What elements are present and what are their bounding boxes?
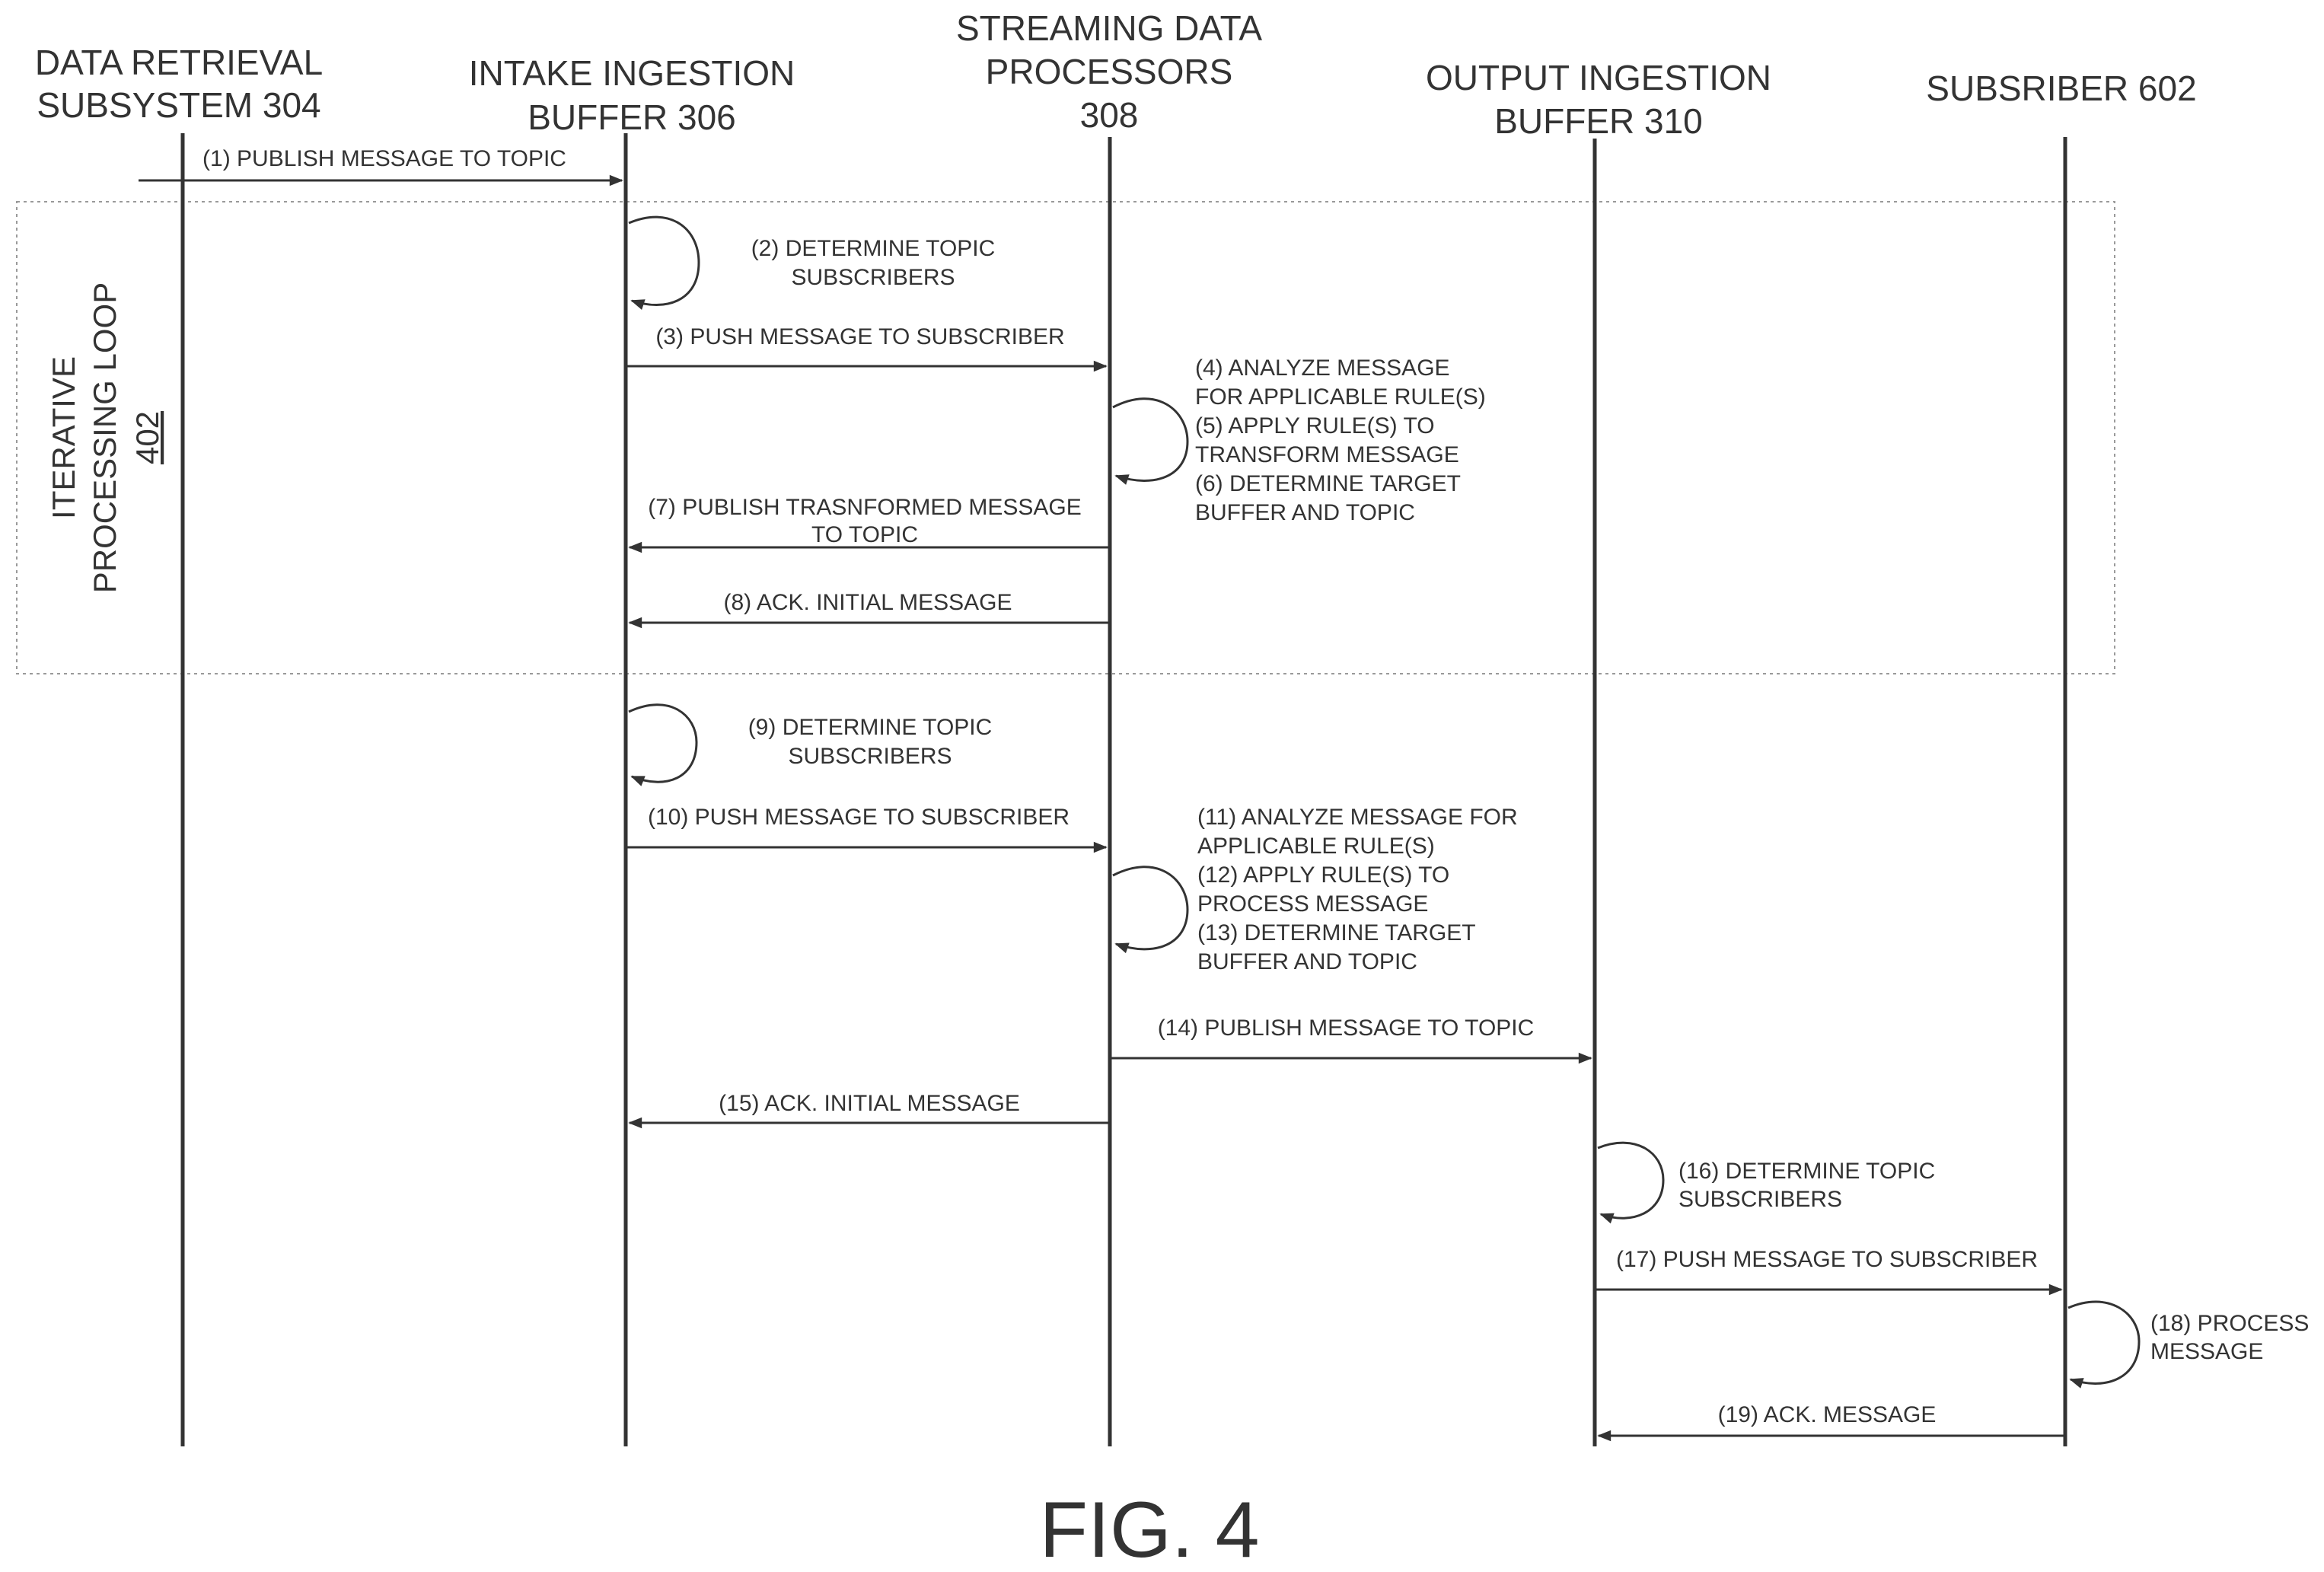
message-11-13-analyze-apply-determine: (11) ANALYZE MESSAGE FOR APPLICABLE RULE… xyxy=(1113,805,1518,974)
message-label: (4) ANALYZE MESSAGE xyxy=(1195,356,1450,381)
message-label: FOR APPLICABLE RULE(S) xyxy=(1195,384,1486,410)
participant-output-ingestion-buffer: OUTPUT INGESTION BUFFER 310 xyxy=(1426,58,1771,141)
message-4-6-analyze-apply-determine: (4) ANALYZE MESSAGE FOR APPLICABLE RULE(… xyxy=(1113,356,1486,525)
message-label: (16) DETERMINE TOPIC xyxy=(1678,1159,1935,1184)
message-label: SUBSCRIBERS xyxy=(788,744,952,769)
message-14-publish-to-topic: (14) PUBLISH MESSAGE TO TOPIC xyxy=(1110,1016,1591,1058)
participant-title: SUBSRIBER 602 xyxy=(1926,69,2196,108)
message-label: (10) PUSH MESSAGE TO SUBSCRIBER xyxy=(648,805,1070,830)
loop-frame-number: 402 xyxy=(129,411,165,464)
message-3-push-to-subscriber: (3) PUSH MESSAGE TO SUBSCRIBER xyxy=(626,324,1106,366)
message-label: (3) PUSH MESSAGE TO SUBSCRIBER xyxy=(655,324,1064,349)
iterative-processing-loop-frame: ITERATIVE PROCESSING LOOP 402 xyxy=(17,202,2115,674)
participant-title: INTAKE INGESTION xyxy=(469,53,795,93)
message-label: (9) DETERMINE TOPIC xyxy=(748,715,993,740)
self-call-arrow xyxy=(629,705,697,782)
message-label: (18) PROCESS xyxy=(2150,1311,2309,1336)
message-label: BUFFER AND TOPIC xyxy=(1197,949,1417,974)
participant-title: PROCESSORS xyxy=(986,52,1233,91)
message-1-publish-to-topic: (1) PUBLISH MESSAGE TO TOPIC xyxy=(139,146,622,180)
message-2-determine-topic-subscribers: (2) DETERMINE TOPIC SUBSCRIBERS xyxy=(629,217,995,305)
message-label: APPLICABLE RULE(S) xyxy=(1197,834,1435,859)
participant-title: 308 xyxy=(1080,95,1139,135)
message-8-ack-initial: (8) ACK. INITIAL MESSAGE xyxy=(630,590,1110,623)
participant-intake-ingestion-buffer: INTAKE INGESTION BUFFER 306 xyxy=(469,53,795,137)
loop-frame-border xyxy=(17,202,2115,674)
participant-title: OUTPUT INGESTION xyxy=(1426,58,1771,97)
message-label: (6) DETERMINE TARGET xyxy=(1195,471,1461,496)
message-9-determine-topic-subscribers: (9) DETERMINE TOPIC SUBSCRIBERS xyxy=(629,705,992,782)
message-label: (5) APPLY RULE(S) TO xyxy=(1195,413,1435,438)
message-7-publish-transformed: (7) PUBLISH TRASNFORMED MESSAGE TO TOPIC xyxy=(630,495,1110,547)
message-label: (12) APPLY RULE(S) TO xyxy=(1197,863,1449,888)
message-label: (8) ACK. INITIAL MESSAGE xyxy=(724,590,1012,615)
message-label: SUBSCRIBERS xyxy=(1678,1187,1842,1212)
message-label: MESSAGE xyxy=(2150,1339,2263,1364)
participant-title: BUFFER 310 xyxy=(1494,101,1703,141)
message-label: (2) DETERMINE TOPIC xyxy=(751,236,996,261)
message-label: BUFFER AND TOPIC xyxy=(1195,500,1415,525)
participant-title: BUFFER 306 xyxy=(528,97,736,137)
message-label: (13) DETERMINE TARGET xyxy=(1197,920,1476,945)
message-19-ack-message: (19) ACK. MESSAGE xyxy=(1599,1402,2065,1436)
self-call-arrow xyxy=(1113,867,1188,949)
message-label: (11) ANALYZE MESSAGE FOR xyxy=(1197,805,1518,830)
self-call-arrow xyxy=(2068,1302,2139,1383)
self-call-arrow xyxy=(1598,1143,1663,1218)
message-label: PROCESS MESSAGE xyxy=(1197,891,1428,917)
figure-label: FIG. 4 xyxy=(1040,1486,1260,1572)
message-label: (14) PUBLISH MESSAGE TO TOPIC xyxy=(1158,1016,1535,1041)
message-10-push-to-subscriber: (10) PUSH MESSAGE TO SUBSCRIBER xyxy=(626,805,1106,847)
message-label: TO TOPIC xyxy=(811,522,918,547)
message-label: TRANSFORM MESSAGE xyxy=(1195,442,1459,467)
participant-title: STREAMING DATA xyxy=(956,8,1262,48)
participant-data-retrieval-subsystem: DATA RETRIEVAL SUBSYSTEM 304 xyxy=(35,43,323,125)
participant-title: DATA RETRIEVAL xyxy=(35,43,323,82)
message-label: SUBSCRIBERS xyxy=(791,265,955,290)
message-label: (1) PUBLISH MESSAGE TO TOPIC xyxy=(202,146,566,171)
message-17-push-to-subscriber: (17) PUSH MESSAGE TO SUBSCRIBER xyxy=(1595,1247,2061,1290)
loop-frame-title: PROCESSING LOOP xyxy=(87,282,123,593)
message-16-determine-topic-subscribers: (16) DETERMINE TOPIC SUBSCRIBERS xyxy=(1598,1143,1935,1218)
message-label: (17) PUSH MESSAGE TO SUBSCRIBER xyxy=(1616,1247,2038,1272)
loop-frame-title: ITERATIVE xyxy=(46,356,81,519)
participant-subscriber: SUBSRIBER 602 xyxy=(1926,69,2196,108)
self-call-arrow xyxy=(1113,399,1188,481)
message-18-process-message: (18) PROCESS MESSAGE xyxy=(2068,1302,2309,1383)
participant-streaming-data-processors: STREAMING DATA PROCESSORS 308 xyxy=(956,8,1262,135)
message-15-ack-initial: (15) ACK. INITIAL MESSAGE xyxy=(630,1091,1110,1123)
message-label: (19) ACK. MESSAGE xyxy=(1718,1402,1937,1427)
self-call-arrow xyxy=(629,217,699,305)
message-label: (7) PUBLISH TRASNFORMED MESSAGE xyxy=(648,495,1082,520)
message-label: (15) ACK. INITIAL MESSAGE xyxy=(719,1091,1020,1116)
participant-title: SUBSYSTEM 304 xyxy=(37,85,320,125)
